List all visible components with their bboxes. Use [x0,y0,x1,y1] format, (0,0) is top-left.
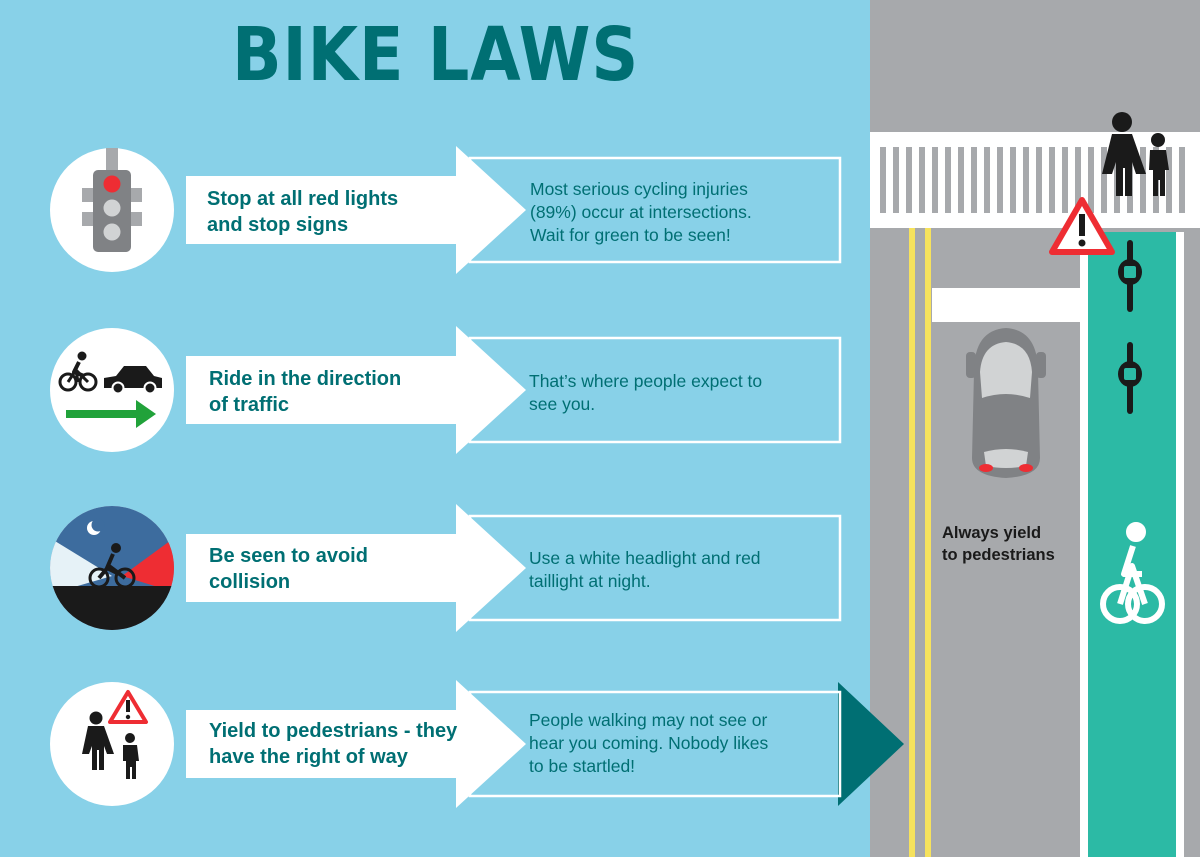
lane-cyclist-icon [1118,342,1142,414]
rule-row [50,680,842,808]
rule-arrow [186,680,526,808]
rule-row [50,146,842,274]
night-cyclist-icon [50,506,174,630]
crosswalk-stripe [997,147,1003,213]
rule-1-desc-line-2: (89%) occur at intersections. [530,202,752,222]
rule-1-title-line-2: and stop signs [207,214,349,236]
page-title: BIKE LAWS [232,12,640,98]
rule-arrow [186,504,526,632]
rule-1-description: Most serious cycling injuries (89%) occu… [530,178,820,247]
rule-4-title: Yield to pedestrians - they have the rig… [209,718,459,770]
rule-rows [50,146,842,808]
crosswalk-stripe [1166,147,1172,213]
crosswalk-stripe [1088,147,1094,213]
crosswalk-stripe [1010,147,1016,213]
bike-lane [1088,232,1176,857]
crosswalk-stripe [945,147,951,213]
pedestrians-warning-icon [82,690,148,779]
rule-icon-circle [50,682,174,806]
crosswalk-stripe [893,147,899,213]
crosswalk-stripe [1179,147,1185,213]
rule-2-desc-line-2: see you. [529,394,596,414]
road-label: Always yield to pedestrians [942,522,1082,566]
crosswalk-pedestrians-icon [1102,112,1169,196]
car-top-view-icon [966,328,1046,478]
crosswalk-stripe [932,147,938,213]
rule-4-desc-line-1: People walking may not see or [529,710,768,730]
crosswalk-stripe [1101,147,1107,213]
rule-4-title-line-1: Yield to pedestrians - they [209,720,458,742]
rule-2-title: Ride in the direction of traffic [209,366,459,418]
yellow-line-right [925,228,931,857]
rule-row [50,504,842,632]
crosswalk-stripe [919,147,925,213]
crosswalk-stripe [1062,147,1068,213]
crosswalk-stripe [1049,147,1055,213]
crosswalk-stripe [984,147,990,213]
road-scene [870,112,1200,857]
rule-4-title-line-2: have the right of way [209,746,408,768]
crosswalk-stripe [958,147,964,213]
rule-3-desc-line-1: Use a white headlight and red [529,548,761,568]
bike-lane-right-border [1176,232,1184,857]
rule-arrow [186,146,526,274]
bike-lane-symbol-icon [1100,522,1165,624]
crosswalk-stripe [1140,147,1146,213]
rule-3-title: Be seen to avoid collision [209,543,459,595]
bike-lane-left-border [1080,232,1088,857]
rule-arrow [186,326,526,454]
crosswalk-stripe [1023,147,1029,213]
crosswalk-stripe [880,147,886,213]
direction-pointer-arrow [838,682,904,806]
lane-cyclist-icon [1118,240,1142,312]
rule-3-title-line-1: Be seen to avoid [209,545,368,567]
rule-3-desc-line-2: taillight at night. [529,571,651,591]
rule-2-title-line-1: Ride in the direction [209,368,402,390]
road-label-line-1: Always yield [942,524,1042,542]
rule-4-description: People walking may not see or hear you c… [529,709,819,778]
rule-1-desc-line-1: Most serious cycling injuries [530,179,748,199]
rule-row [50,326,842,454]
rule-3-title-line-2: collision [209,571,291,593]
stop-line [932,288,1080,322]
rule-2-description: That’s where people expect to see you. [529,370,819,416]
crosswalk-stripe [1075,147,1081,213]
rule-2-title-line-2: of traffic [209,394,289,416]
crosswalk-stripe [971,147,977,213]
rule-4-desc-line-2: hear you coming. Nobody likes [529,733,769,753]
yellow-line-left [909,228,915,857]
rule-1-title-line-1: Stop at all red lights [207,188,399,210]
traffic-light-icon [82,148,142,252]
rule-1-desc-line-3: Wait for green to be seen! [530,225,731,245]
rule-4-desc-line-3: to be startled! [529,756,636,776]
bike-car-direction-icon [58,351,162,428]
crosswalk-stripe [906,147,912,213]
rule-1-title: Stop at all red lights and stop signs [207,186,457,238]
road-warning-icon [1049,197,1115,255]
road-label-line-2: to pedestrians [942,546,1055,564]
rule-2-desc-line-1: That’s where people expect to [529,371,763,391]
crosswalk-stripe [1036,147,1042,213]
rule-3-description: Use a white headlight and red taillight … [529,547,819,593]
